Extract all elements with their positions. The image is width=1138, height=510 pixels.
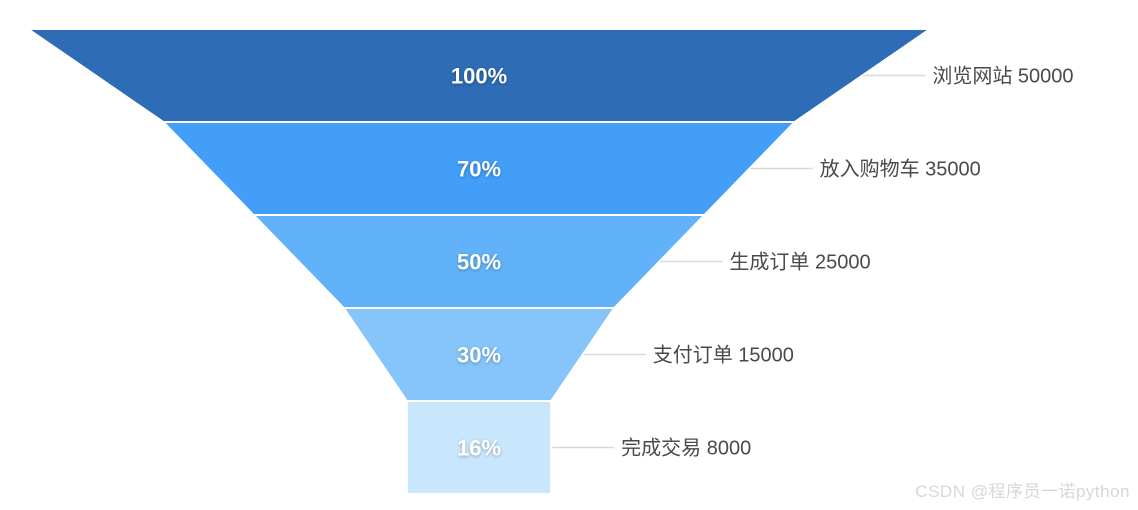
- funnel-percent-label-5: 16%: [457, 436, 501, 461]
- funnel-percent-label-3: 50%: [457, 250, 501, 275]
- funnel-outside-label-2: 放入购物车 35000: [820, 158, 981, 181]
- funnel-outside-label-1: 浏览网站 50000: [932, 65, 1073, 88]
- funnel-segment-5[interactable]: [405, 400, 553, 495]
- funnel-outside-label-4: 支付订单 15000: [653, 344, 794, 367]
- funnel-outside-label-3: 生成订单 25000: [729, 251, 870, 274]
- funnel-percent-label-2: 70%: [457, 157, 501, 182]
- funnel-percent-label-1: 100%: [451, 64, 507, 89]
- funnel-outside-label-5: 完成交易 8000: [621, 437, 751, 460]
- funnel-percent-label-4: 30%: [457, 343, 501, 368]
- csdn-watermark: CSDN @程序员一诺python: [915, 482, 1130, 501]
